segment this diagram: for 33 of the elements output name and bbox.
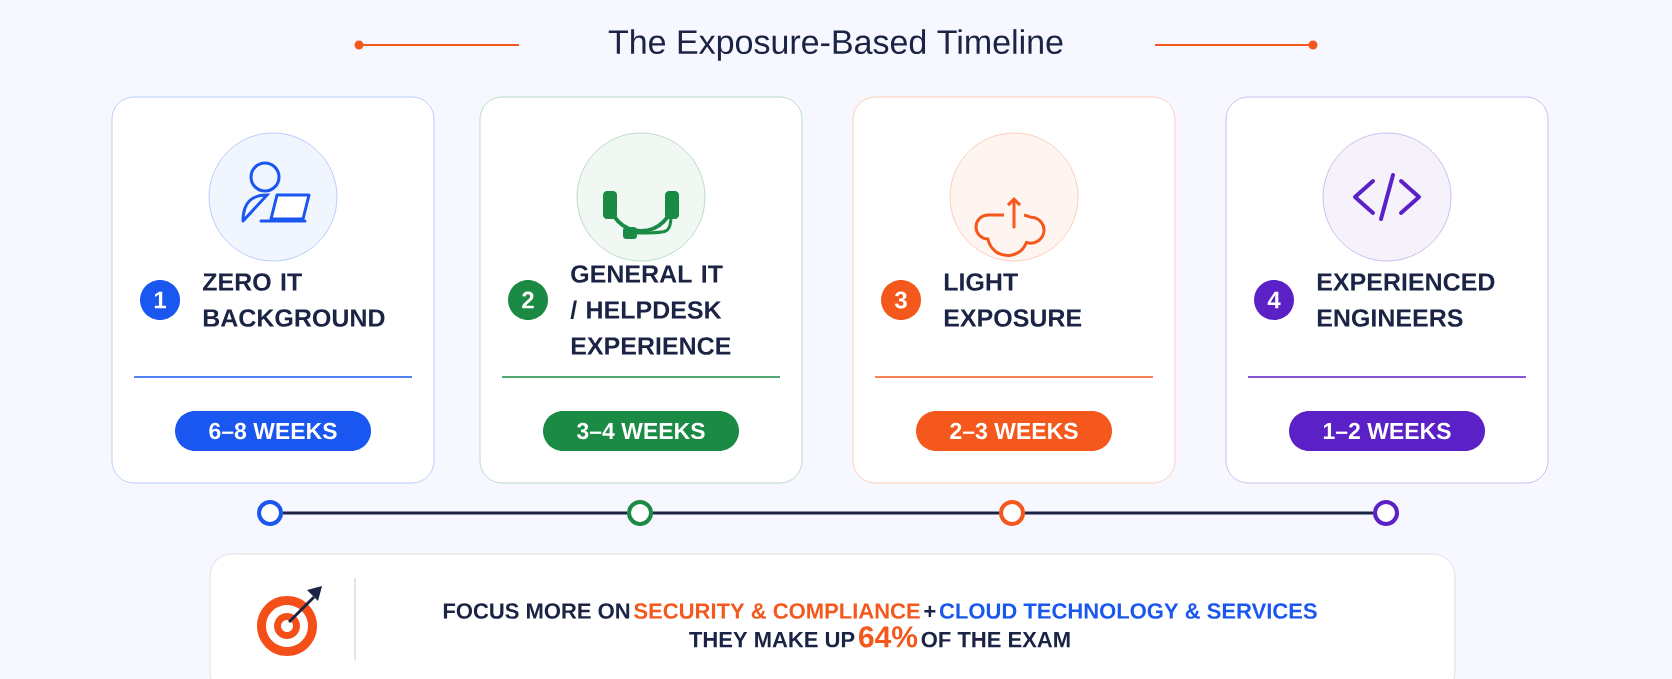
node-label: CLOUD TECHNOLOGY & SERVICES [939,603,1317,619]
step-title: GENERAL IT / HELPDESK EXPERIENCE [570,265,731,355]
number-badge: 2 [508,280,548,320]
timeline-dot [999,500,1025,526]
step-card [111,96,435,484]
timeline-line [1025,511,1373,515]
node-label: + [924,605,936,617]
step-title: ZERO IT BACKGROUND [202,273,385,327]
step-card [479,96,803,484]
node-label: SECURITY & COMPLIANCE [634,603,920,619]
node-label: THEY MAKE UP [689,632,855,648]
number-badge: 4 [1254,280,1294,320]
note-banner [209,553,1456,679]
note-text: FOCUS MORE ON SECURITY & COMPLIANCE + CLOUD TECHNOLOGY & SERVICES THEY MAKE UP64%OF THE EXAM [443,603,1317,648]
timeline-dot [257,500,283,526]
timeline-line [653,511,999,515]
duration-pill: 2–3 WEEKS [916,411,1112,451]
timeline-line [283,511,627,515]
number-badge: 3 [881,280,921,320]
step-title: LIGHT EXPOSURE [944,273,1082,327]
timeline-dot [627,500,653,526]
duration-pill: 1–2 WEEKS [1289,411,1485,451]
step-card [852,96,1176,484]
timeline-dot [1373,500,1399,526]
number-badge: 1 [140,280,180,320]
node-label: 64% [859,626,918,648]
node-label: OF THE EXAM [921,631,1070,648]
step-card [1225,96,1549,484]
node-label: FOCUS MORE ON [443,603,630,619]
duration-pill: 6–8 WEEKS [175,411,371,451]
step-title: EXPERIENCED ENGINEERS [1317,273,1495,327]
duration-pill: 3–4 WEEKS [543,411,739,451]
title: The Exposure-Based Timeline [608,29,1063,61]
